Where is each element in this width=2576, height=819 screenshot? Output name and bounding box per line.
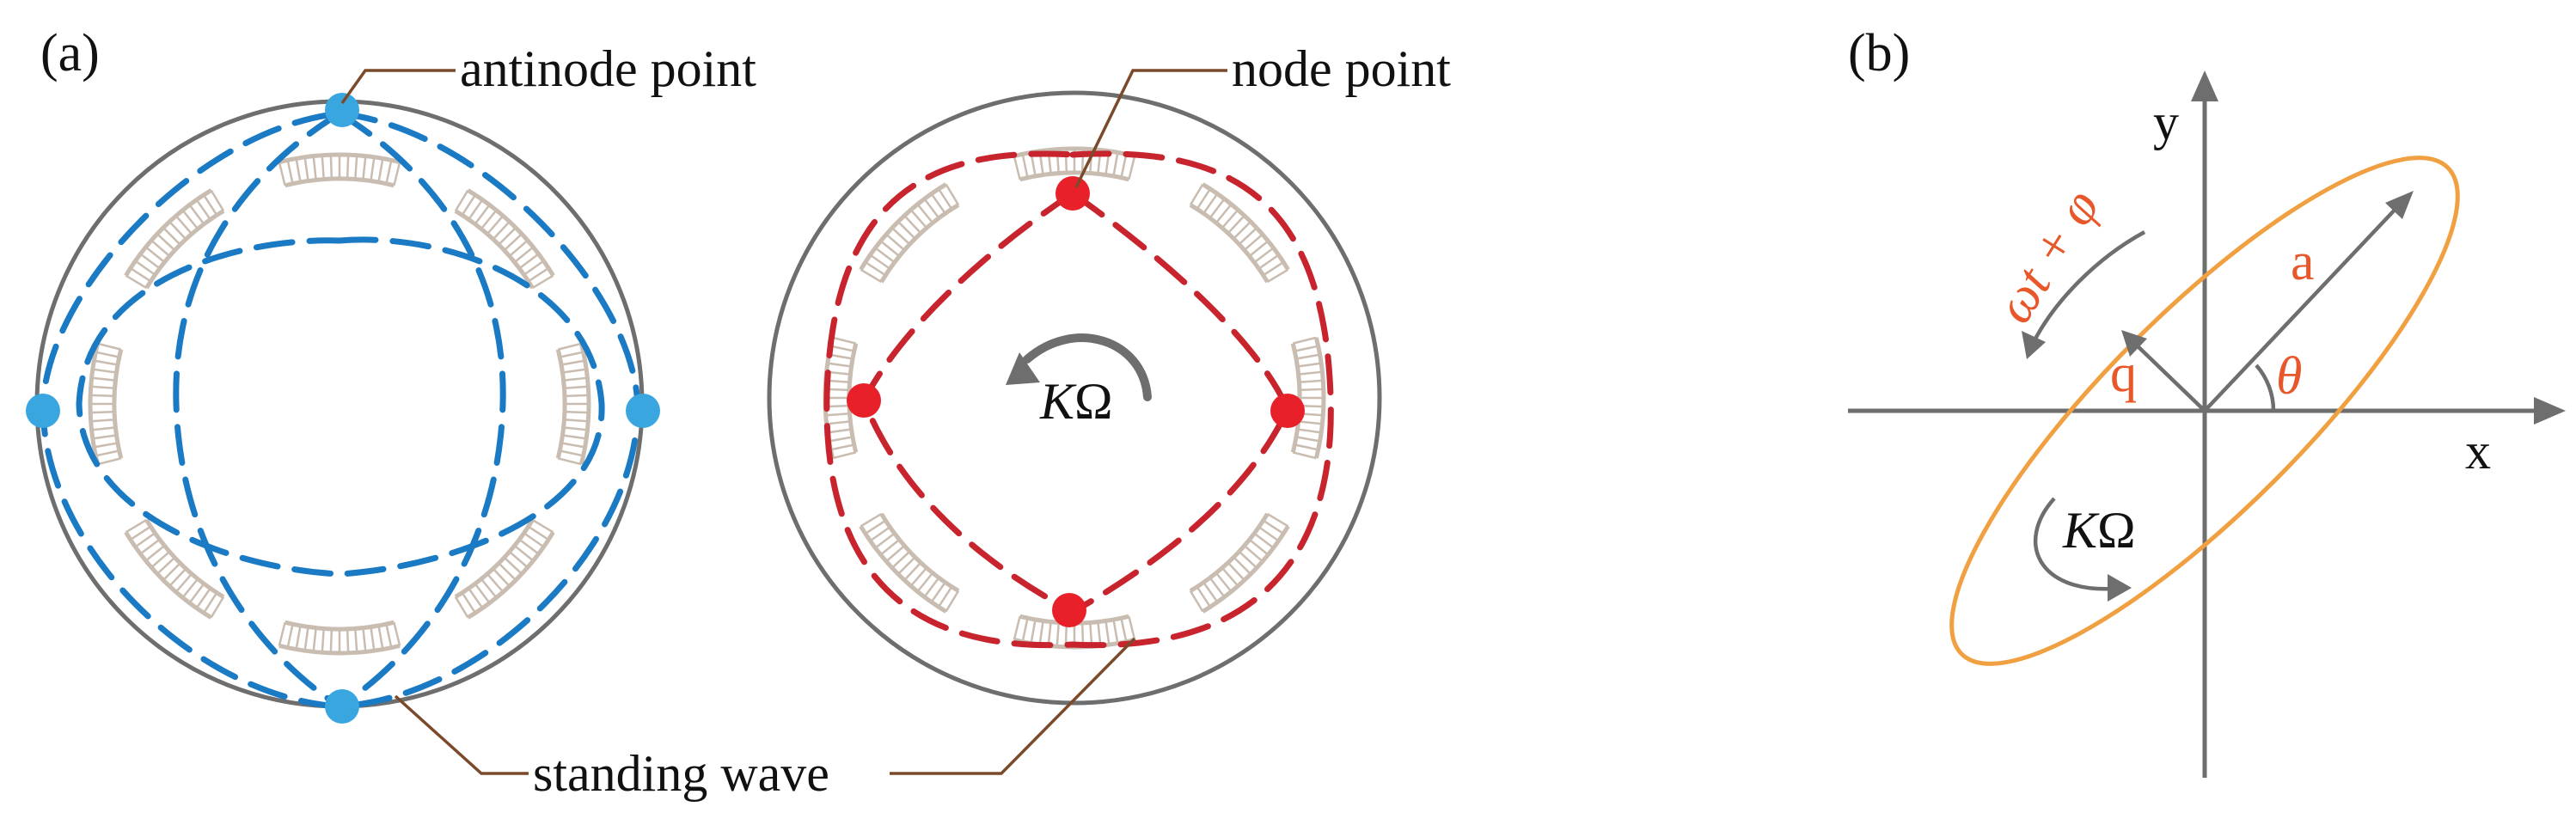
rotation-arrowhead-b [2108,574,2132,602]
rotation-arrowhead [1006,352,1040,385]
electrode-pad [1189,512,1290,614]
wave-loop-outer [823,150,1334,649]
electrode-pad [124,188,225,290]
wave-loop-inner [76,236,605,578]
y-axis-arrowhead [2191,70,2218,101]
electrode-pad [859,182,960,284]
annotation-standing-wave: standing wave [533,745,829,802]
node-points [847,176,1305,627]
antinode-dot-bottom [325,689,359,724]
leader-node [1074,69,1227,188]
leader-standing-wave-left [394,694,529,775]
coordinate-axes [1848,70,2566,778]
electrode-pad [454,188,555,290]
node-dot-bottom [1052,593,1086,627]
label-theta: θ [2276,347,2302,406]
ellipse-vectors [2022,191,2414,602]
electrode-pad [454,518,555,620]
electrode-pad [278,620,401,656]
electrode-pad [124,518,225,620]
node-dot-left [847,383,881,418]
label-q: q [2110,345,2137,403]
node-dot-right [1270,394,1305,428]
theta-arc [2255,364,2276,412]
electrode-pad [278,152,401,188]
vector-a-arrowhead [2385,191,2414,219]
label-a: a [2291,233,2315,291]
rotation-arrow-a [1006,333,1152,401]
electrode-ring [88,152,591,656]
leader-standing-wave-right [890,637,1136,775]
panel-label-b: (b) [1848,24,1910,83]
resonator-node: KΩ [767,90,1382,706]
leader-lines [340,69,1227,775]
standing-wave-antinode [40,110,641,710]
phase-arc [2030,230,2146,345]
x-axis-label: x [2465,423,2491,480]
leader-antinode [340,69,456,105]
electrode-pad [1189,182,1290,284]
vector-q-arrowhead [2121,330,2147,357]
vector-q-line [2132,340,2206,413]
node-dot-top [1055,176,1090,211]
rotation-arc [1023,333,1152,401]
annotation-node-point: node point [1232,40,1451,97]
vector-a-line [2203,205,2400,413]
label-phase: ωt + φ [1985,180,2111,333]
antinode-dot-right [626,394,660,428]
y-axis-label: y [2153,94,2179,150]
rotation-arc-b [2033,497,2115,591]
resonator-outer-ring [34,99,645,709]
annotation-antinode-point: antinode point [460,40,756,97]
electrode-pad [88,342,124,466]
rotation-label-b: KΩ [2062,502,2136,559]
electrode-pad [859,512,960,614]
electrode-pad [555,342,591,466]
wave-loop-outer [40,110,641,710]
resonator-antinode [26,93,660,724]
electrode-pad [1290,336,1326,460]
wave-loop-diag-a [173,110,343,710]
rotation-label-a: KΩ [1039,373,1113,430]
wave-loop-diag-b [336,110,506,710]
panel-label-a: (a) [40,24,100,83]
x-axis-arrowhead [2534,397,2566,425]
antinode-dot-top [325,93,359,127]
phase-arrowhead [2022,331,2046,359]
antinode-points [26,93,660,724]
resonator-outer-ring [767,90,1382,706]
antinode-dot-left [26,394,60,428]
